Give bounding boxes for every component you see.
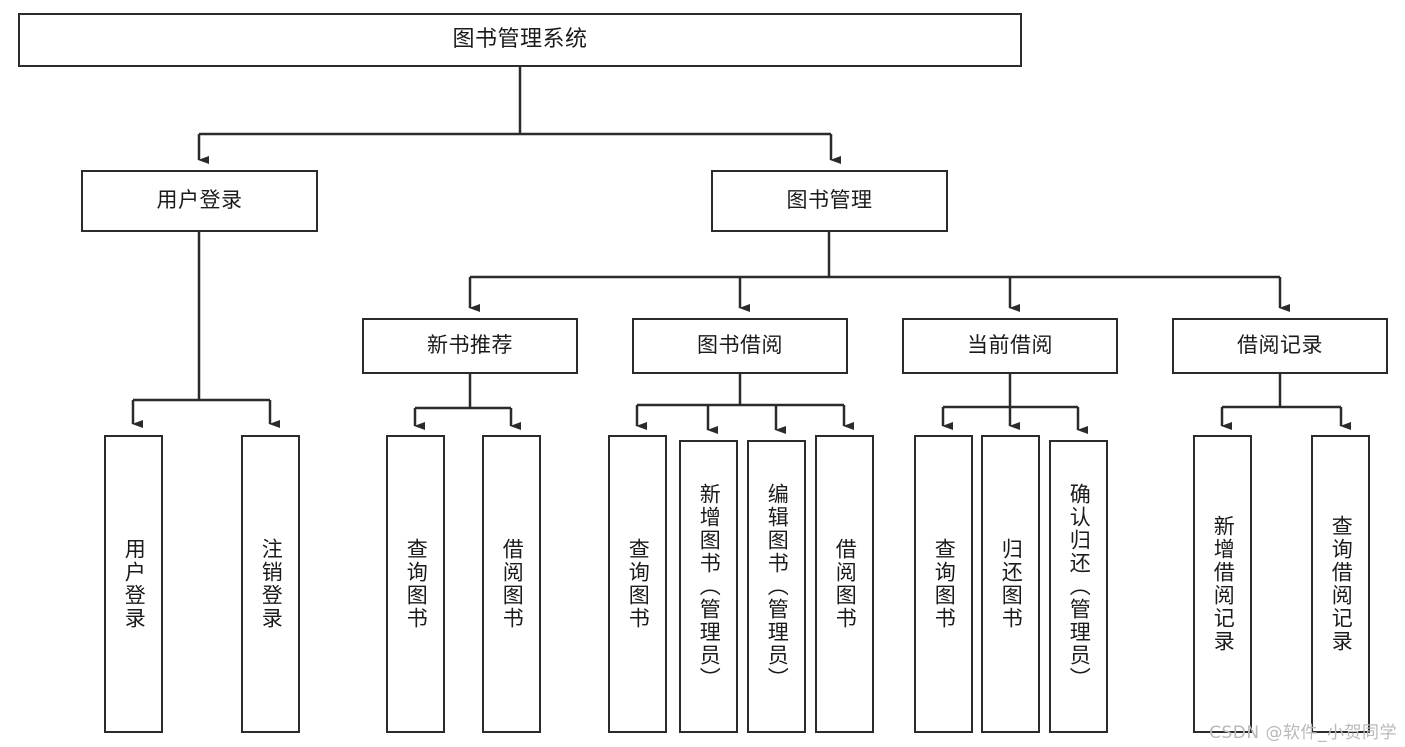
node-borrow-records[interactable]: 借阅记录 bbox=[1172, 318, 1388, 374]
leaf-query-book-current[interactable]: 查询图书 bbox=[914, 435, 973, 733]
leaf-confirm-return-admin[interactable]: 确认归还（管理员） bbox=[1049, 440, 1108, 733]
node-label: 查询图书 bbox=[932, 538, 957, 630]
leaf-borrow-book-recommendation[interactable]: 借阅图书 bbox=[482, 435, 541, 733]
node-user-login[interactable]: 用户登录 bbox=[81, 170, 318, 232]
node-label: 借阅记录 bbox=[1237, 333, 1323, 358]
leaf-add-book-admin[interactable]: 新增图书（管理员） bbox=[679, 440, 738, 733]
node-book-borrowing[interactable]: 图书借阅 bbox=[632, 318, 848, 374]
watermark: CSDN @软件_小贺同学 bbox=[1209, 723, 1397, 743]
node-new-book-recommendation[interactable]: 新书推荐 bbox=[362, 318, 578, 374]
leaf-logout[interactable]: 注销登录 bbox=[241, 435, 300, 733]
leaf-query-borrow-record[interactable]: 查询借阅记录 bbox=[1311, 435, 1370, 733]
node-label: 查询借阅记录 bbox=[1329, 515, 1354, 653]
leaf-query-book-recommendation[interactable]: 查询图书 bbox=[386, 435, 445, 733]
node-label: 查询图书 bbox=[404, 538, 429, 630]
node-label: 用户登录 bbox=[156, 188, 243, 213]
node-label: 归还图书 bbox=[999, 538, 1024, 630]
leaf-edit-book-admin[interactable]: 编辑图书（管理员） bbox=[747, 440, 806, 733]
node-book-management[interactable]: 图书管理 bbox=[711, 170, 948, 232]
leaf-return-book[interactable]: 归还图书 bbox=[981, 435, 1040, 733]
node-label: 编辑图书（管理员） bbox=[765, 483, 790, 690]
node-label: 查询图书 bbox=[626, 538, 651, 630]
leaf-add-borrow-record[interactable]: 新增借阅记录 bbox=[1193, 435, 1252, 733]
node-label: 借阅图书 bbox=[500, 538, 525, 630]
node-label: 图书管理 bbox=[786, 188, 873, 213]
node-label: 确认归还（管理员） bbox=[1067, 483, 1092, 690]
node-label: 图书管理系统 bbox=[452, 26, 588, 52]
node-label: 当前借阅 bbox=[967, 333, 1053, 358]
leaf-borrow-book-borrowing[interactable]: 借阅图书 bbox=[815, 435, 874, 733]
node-label: 借阅图书 bbox=[833, 538, 858, 630]
node-label: 用户登录 bbox=[122, 538, 147, 630]
leaf-user-login[interactable]: 用户登录 bbox=[104, 435, 163, 733]
node-root-book-management-system[interactable]: 图书管理系统 bbox=[18, 13, 1022, 67]
node-label: 注销登录 bbox=[259, 538, 284, 630]
node-label: 图书借阅 bbox=[697, 333, 783, 358]
node-label: 新增图书（管理员） bbox=[697, 483, 722, 690]
node-label: 新增借阅记录 bbox=[1211, 515, 1236, 653]
node-label: 新书推荐 bbox=[427, 333, 513, 358]
leaf-query-book-borrowing[interactable]: 查询图书 bbox=[608, 435, 667, 733]
node-current-borrowing[interactable]: 当前借阅 bbox=[902, 318, 1118, 374]
